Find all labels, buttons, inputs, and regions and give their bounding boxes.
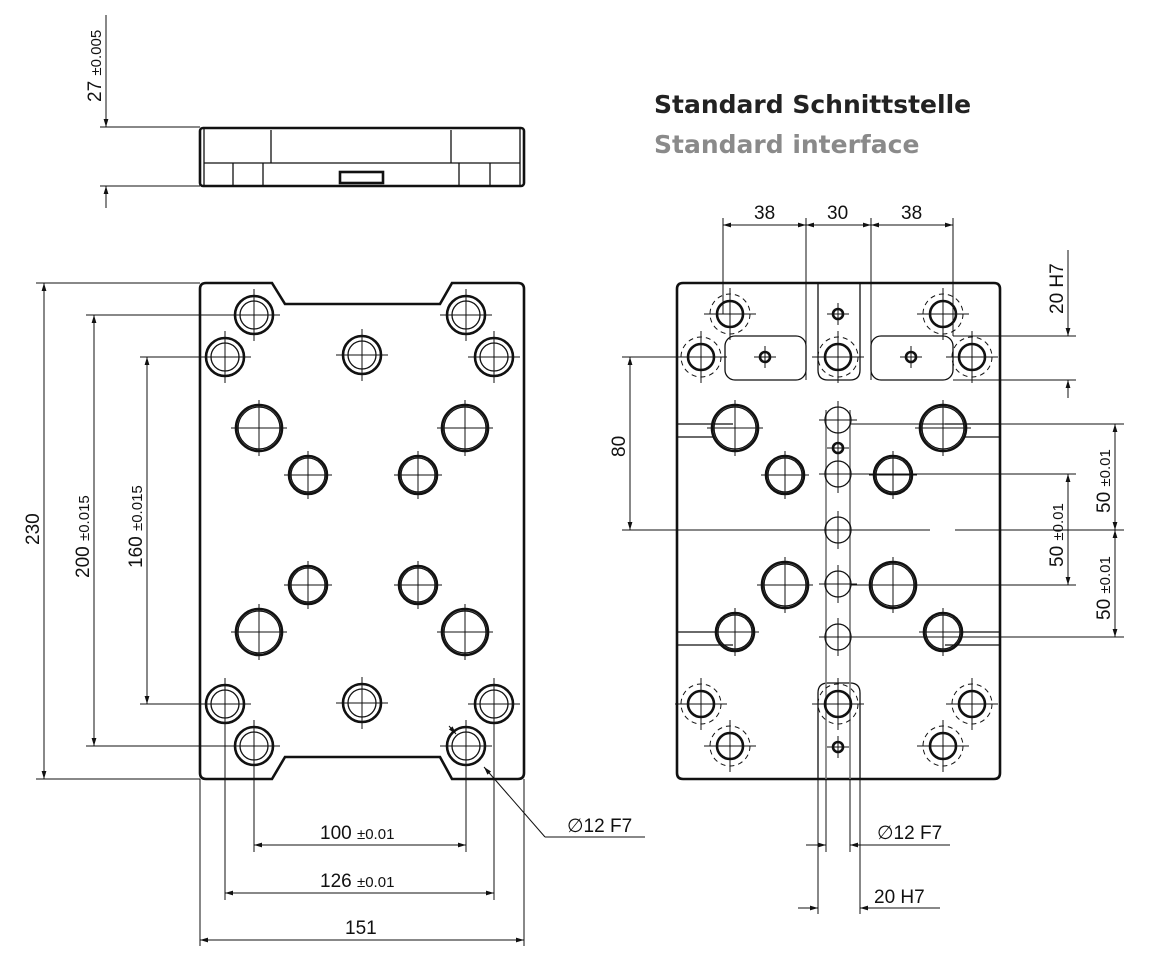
dim-38-left: 38 — [754, 203, 775, 224]
clamp-hole-large — [437, 400, 493, 456]
dim-50-upper: 50 ±0.01 — [1094, 449, 1115, 513]
small-hole — [754, 346, 776, 368]
clamp-hole-small — [284, 451, 332, 499]
hole-callout-interface: ∅12 F7 — [877, 823, 942, 844]
dim-38-right: 38 — [901, 203, 922, 224]
clamp-hole-large — [707, 400, 763, 456]
bushing-hole — [946, 331, 998, 383]
dim-50-lower: 50 ±0.01 — [1094, 556, 1115, 620]
dim-80: 80 — [609, 436, 630, 457]
bushing-hole — [468, 678, 520, 730]
clamp-hole-small — [761, 451, 809, 499]
clamp-hole-large — [231, 604, 287, 660]
bushing-hole — [468, 331, 520, 383]
bushing-hole — [336, 677, 388, 729]
clamp-hole-small — [711, 608, 759, 656]
bushing-hole — [704, 720, 756, 772]
dim-126: 126 ±0.01 — [320, 871, 394, 892]
bushing-hole — [675, 678, 727, 730]
bushing-hole — [812, 678, 864, 730]
bushing-hole — [946, 678, 998, 730]
dim-20h7-bottom: 20 H7 — [874, 887, 925, 908]
dim-230: 230 — [23, 513, 44, 545]
dim-20h7-top: 20 H7 — [1047, 263, 1068, 314]
clamp-hole-large — [437, 604, 493, 660]
dim-30: 30 — [827, 203, 848, 224]
small-hole — [827, 736, 849, 758]
plan-view — [198, 281, 526, 781]
dim-height-27: 27 ±0.005 — [85, 30, 106, 102]
clamp-hole-small — [919, 608, 967, 656]
bushing-hole — [917, 720, 969, 772]
plan-view-dimensions: 230 200 ±0.015 160 ±0.015 100 ±0.01 126 … — [23, 282, 645, 946]
clamp-hole-small — [394, 451, 442, 499]
clamp-hole-large — [915, 400, 971, 456]
bushing-hole — [336, 329, 388, 381]
clamp-hole-small — [394, 561, 442, 609]
bushing-hole — [917, 288, 969, 340]
hole-callout-plan: ∅12 F7 — [567, 816, 632, 837]
side-view: 27 ±0.005 — [85, 15, 526, 208]
title-english: Standard interface — [654, 130, 919, 159]
dim-151: 151 — [345, 918, 377, 939]
clamp-hole-small — [284, 561, 332, 609]
title-german: Standard Schnittstelle — [654, 90, 971, 119]
dim-160: 160 ±0.015 — [126, 485, 147, 568]
bushing-hole — [704, 288, 756, 340]
interface-view-dimensions: 38 30 38 20 H7 80 50 ±0.01 50 ±0.01 50 ±… — [609, 203, 1124, 914]
small-hole — [900, 346, 922, 368]
clamp-hole-small — [869, 451, 917, 499]
small-hole — [827, 303, 849, 325]
clamp-hole-large — [231, 400, 287, 456]
bushing-hole — [440, 289, 492, 341]
dim-50-middle: 50 ±0.01 — [1047, 503, 1068, 567]
locating-hole — [819, 565, 857, 603]
bushing-hole — [812, 331, 864, 383]
locating-hole — [819, 401, 857, 439]
clamp-hole-large — [757, 557, 813, 613]
dim-200: 200 ±0.015 — [73, 495, 94, 578]
dim-100: 100 ±0.01 — [320, 823, 394, 844]
interface-view — [675, 281, 1002, 781]
